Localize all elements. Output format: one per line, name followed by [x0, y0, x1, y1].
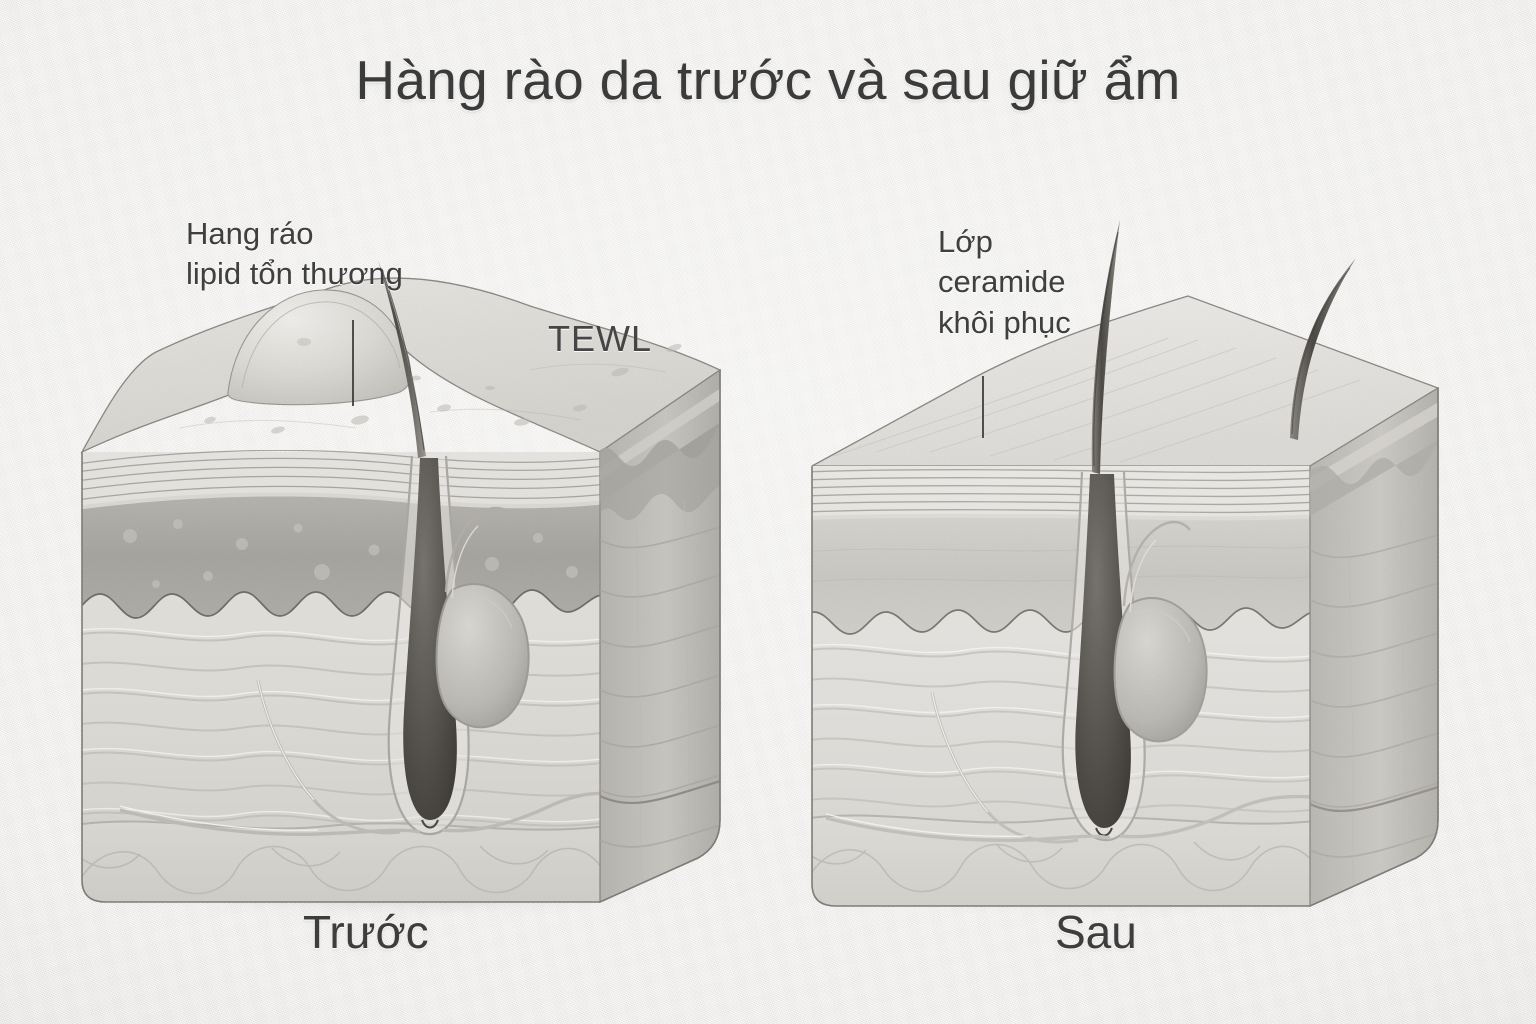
annotation-restored-ceramide: Lớp ceramide khôi phục — [938, 222, 1071, 343]
caption-before: Trước — [303, 906, 429, 958]
annotation-line: lipid tổn thương — [186, 256, 403, 292]
annotation-line: Hang ráo — [186, 216, 314, 251]
tewl-label: TEWL — [548, 318, 653, 359]
skin-block-before — [60, 120, 760, 910]
annotation-line: khôi phục — [938, 304, 1071, 340]
caption-after: Sau — [1055, 906, 1137, 958]
skin-block-after — [790, 120, 1490, 910]
annotation-line: Lớp — [938, 224, 993, 259]
leader-line-right — [982, 376, 984, 438]
annotation-damaged-lipid-barrier: Hang ráo lipid tổn thương — [186, 214, 403, 295]
leader-line-left — [352, 320, 354, 406]
annotation-line: ceramide — [938, 264, 1066, 300]
page-title: Hàng rào da trước và sau giữ ẩm — [355, 49, 1181, 111]
